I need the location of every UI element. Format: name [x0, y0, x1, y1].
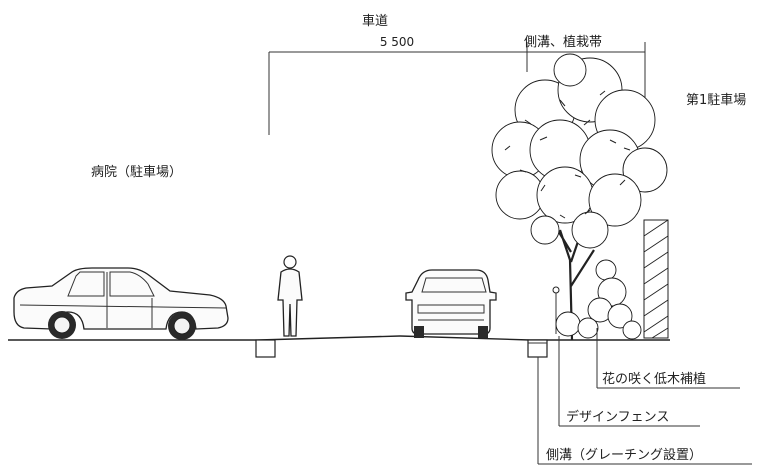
roadway-width-label: 5 500 [380, 35, 414, 49]
parking-lot-1-label: 第1駐車場 [686, 93, 746, 108]
roadway-dimension-line [268, 42, 646, 135]
sedan-side-view [13, 267, 229, 340]
tree [491, 53, 668, 341]
leader-ditch-grating [537, 357, 752, 465]
left-ditch [255, 339, 276, 358]
hospital-parking-label: 病院（駐車場） [91, 165, 182, 180]
ditch-planting-label: 側溝、植栽帯 [524, 34, 602, 50]
flowering-shrubs [555, 259, 642, 340]
leader-flowering-shrubs [596, 328, 740, 389]
design-fence-label: デザインフェンス [566, 409, 669, 425]
pedestrian-figure [277, 255, 303, 337]
ditch-grating-label: 側溝（グレーチング設置） [546, 447, 702, 463]
roadway-label: 車道 [362, 14, 388, 29]
hatched-wall [643, 219, 669, 339]
ground-line [8, 335, 670, 341]
leader-design-fence [558, 336, 700, 427]
right-ditch [527, 339, 548, 358]
car-front-view [405, 269, 497, 338]
flowering-shrubs-label: 花の咲く低木補植 [602, 371, 706, 387]
